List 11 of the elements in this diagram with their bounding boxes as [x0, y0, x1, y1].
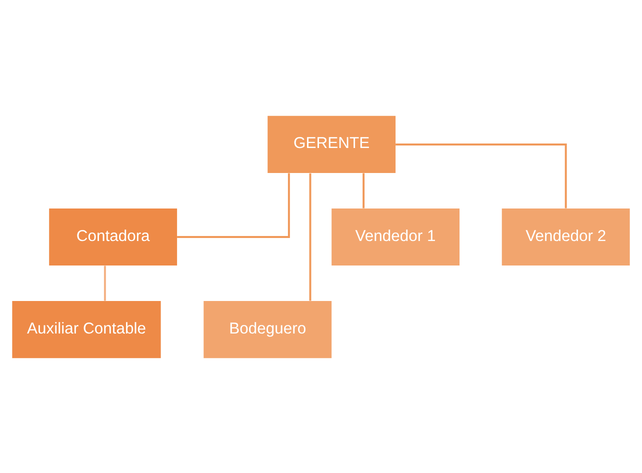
node-box: Contadora	[49, 208, 178, 266]
connector	[396, 143, 567, 208]
node-box: Auxiliar Contable	[12, 300, 161, 358]
node-box: Vendedor 1	[332, 208, 460, 266]
node-box: GERENTE	[268, 115, 396, 173]
connector	[309, 172, 312, 300]
connector	[177, 172, 290, 238]
node-box: Vendedor 2	[502, 208, 630, 266]
node-box: Bodeguero	[204, 300, 332, 358]
connector	[362, 172, 365, 208]
connector	[104, 265, 106, 300]
